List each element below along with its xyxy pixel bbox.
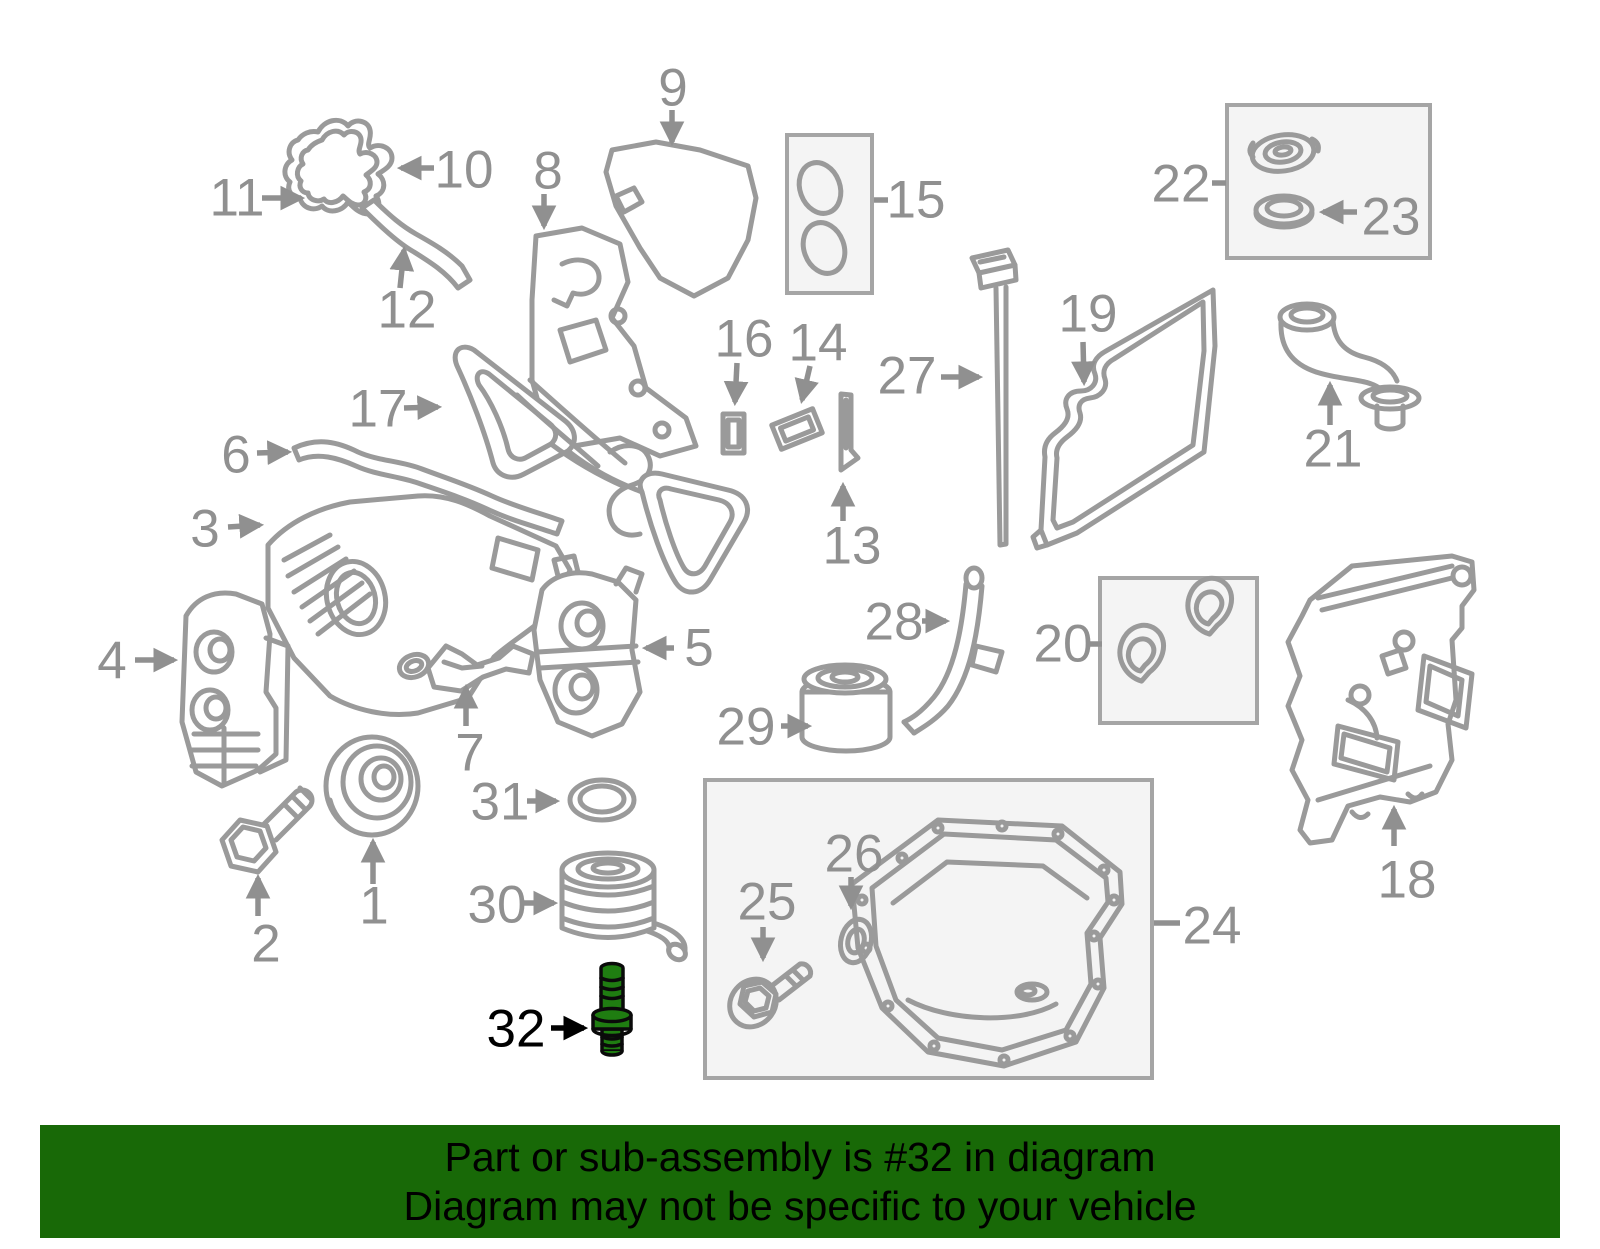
arrow-part-19 bbox=[1071, 341, 1096, 387]
part-25-drain-plug bbox=[727, 961, 814, 1030]
banner-line-1: Part or sub-assembly is #32 in diagram bbox=[444, 1133, 1156, 1180]
part-21-oil-filler-pipe bbox=[1277, 301, 1422, 432]
part-label-24: 24 bbox=[1183, 897, 1242, 956]
arrow-part-17 bbox=[403, 395, 443, 420]
part-label-27: 27 bbox=[878, 347, 937, 406]
part-label-4: 4 bbox=[97, 632, 126, 691]
part-16-plate bbox=[720, 411, 747, 456]
part-labels: 1 2 3 4 5 6 7 8 9 10 11 12 13 14 15 16 1… bbox=[97, 59, 1436, 1059]
part-label-20: 20 bbox=[1034, 615, 1093, 674]
part-label-23: 23 bbox=[1362, 188, 1421, 247]
box-part-22 bbox=[1225, 103, 1432, 260]
part-label-32-highlighted: 32 bbox=[487, 1000, 546, 1059]
part-15-seals bbox=[796, 160, 848, 276]
arrow-part-16 bbox=[723, 362, 749, 407]
part-4-left-timing-cover bbox=[179, 590, 291, 789]
part-label-28: 28 bbox=[865, 593, 924, 652]
part-label-13: 13 bbox=[823, 517, 882, 576]
arrow-part-6 bbox=[256, 440, 293, 466]
part-label-26: 26 bbox=[825, 825, 884, 884]
part-label-31: 31 bbox=[471, 773, 530, 832]
part-20-gaskets bbox=[1117, 575, 1234, 684]
part-label-3: 3 bbox=[190, 500, 219, 559]
part-label-1: 1 bbox=[359, 877, 388, 936]
part-2-pulley-bolt bbox=[219, 785, 315, 875]
part-17-timing-belt bbox=[452, 344, 750, 595]
part-label-8: 8 bbox=[533, 142, 562, 201]
part-12-gasket-strip bbox=[359, 197, 473, 291]
part-14-plate bbox=[769, 406, 825, 452]
part-label-5: 5 bbox=[684, 619, 713, 678]
label-arrows bbox=[135, 110, 1407, 1041]
part-27-dipstick bbox=[969, 247, 1019, 548]
part-10-11-cover-gasket bbox=[282, 117, 395, 217]
highlight-banner: Part or sub-assembly is #32 in diagram D… bbox=[40, 1125, 1560, 1238]
part-31-o-ring bbox=[567, 777, 637, 823]
part-3-front-timing-cover bbox=[265, 493, 573, 717]
part-18-rear-plate bbox=[1285, 553, 1477, 846]
part-label-6: 6 bbox=[221, 426, 250, 485]
part-label-2: 2 bbox=[251, 915, 280, 974]
part-label-21: 21 bbox=[1304, 420, 1363, 479]
parts-artwork bbox=[179, 117, 1477, 1069]
part-label-18: 18 bbox=[1378, 851, 1437, 910]
part-label-17: 17 bbox=[349, 380, 408, 439]
part-23-cap-seal bbox=[1253, 193, 1315, 230]
part-22-oil-filler-cap bbox=[1247, 132, 1321, 174]
part-13-strip bbox=[838, 391, 861, 473]
part-label-9: 9 bbox=[658, 59, 687, 118]
arrow-part-14 bbox=[794, 365, 819, 405]
part-6-gasket-strip bbox=[291, 439, 565, 537]
part-label-11: 11 bbox=[209, 169, 264, 228]
part-29-oil-filter bbox=[799, 662, 893, 754]
part-label-19: 19 bbox=[1059, 285, 1118, 344]
part-label-15: 15 bbox=[887, 171, 946, 230]
part-30-oil-cooler bbox=[559, 850, 688, 963]
part-label-25: 25 bbox=[738, 873, 797, 932]
part-label-10: 10 bbox=[435, 141, 494, 200]
part-label-30: 30 bbox=[468, 876, 527, 935]
arrow-part-3 bbox=[227, 513, 265, 539]
part-5-rear-timing-cover bbox=[531, 553, 645, 739]
banner-line-2: Diagram may not be specific to your vehi… bbox=[403, 1182, 1197, 1229]
part-26-drain-plug-washer bbox=[838, 916, 874, 966]
part-label-14: 14 bbox=[789, 314, 848, 373]
part-label-22: 22 bbox=[1152, 155, 1211, 214]
part-28-dipstick-tube bbox=[901, 565, 1005, 736]
part-1-crankshaft-pulley bbox=[323, 734, 421, 838]
part-label-29: 29 bbox=[717, 698, 776, 757]
part-9-cover bbox=[603, 139, 759, 299]
part-32-stud-bolt-highlighted bbox=[591, 961, 633, 1057]
part-label-12: 12 bbox=[378, 281, 437, 340]
arrow-part-12 bbox=[389, 245, 415, 289]
part-label-7: 7 bbox=[455, 724, 484, 783]
part-label-16: 16 bbox=[715, 310, 774, 369]
